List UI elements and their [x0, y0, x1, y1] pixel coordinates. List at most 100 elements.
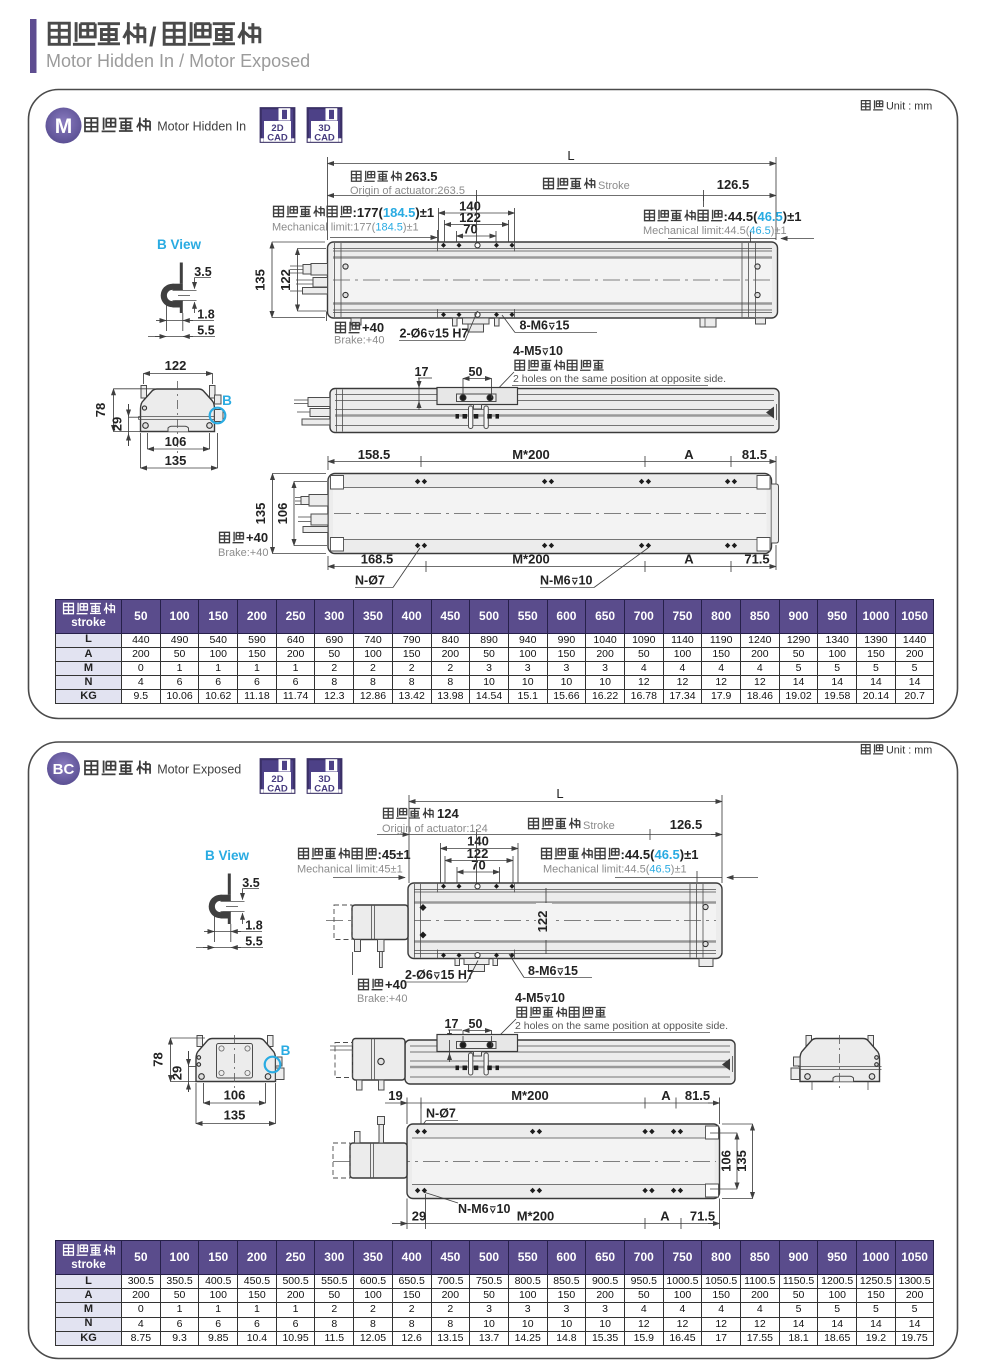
svg-text:70: 70: [471, 858, 485, 873]
svg-text:3D: 3D: [318, 774, 330, 785]
svg-text::44.5(46.5)±1: :44.5(46.5)±1: [621, 847, 699, 862]
svg-text:Mechanical limit:44.5(46.5)±1: Mechanical limit:44.5(46.5)±1: [643, 225, 787, 237]
svg-text:2 holes on the same position a: 2 holes on the same position at opposite…: [515, 1020, 728, 1032]
svg-text:122: 122: [467, 846, 489, 861]
svg-text:M*200: M*200: [512, 447, 550, 462]
svg-text:1.8: 1.8: [197, 308, 214, 322]
svg-text:50: 50: [469, 1017, 483, 1031]
svg-text:10: 10: [551, 991, 565, 1005]
svg-text:Mechanical limit:45±1: Mechanical limit:45±1: [297, 864, 403, 876]
svg-text:135: 135: [253, 269, 268, 291]
svg-text:124: 124: [437, 806, 459, 821]
svg-text:Motor Hidden In / Motor Expose: Motor Hidden In / Motor Exposed: [46, 51, 310, 71]
svg-text:L: L: [556, 786, 563, 801]
svg-text:15: 15: [564, 964, 578, 978]
svg-text:71.5: 71.5: [744, 552, 769, 567]
svg-text:Origin of actuator:124: Origin of actuator:124: [382, 823, 488, 835]
svg-text:Mechanical limit:44.5(46.5)±1: Mechanical limit:44.5(46.5)±1: [543, 864, 687, 876]
svg-text:+40: +40: [362, 320, 384, 335]
svg-text:Brake:+40: Brake:+40: [357, 993, 407, 1005]
svg-text:N-M6: N-M6: [540, 574, 571, 588]
svg-text:19: 19: [388, 1088, 402, 1103]
svg-text:A: A: [684, 447, 694, 462]
svg-text:29: 29: [170, 1066, 185, 1080]
svg-text:17: 17: [445, 1017, 459, 1031]
svg-text:78: 78: [93, 403, 108, 417]
svg-text:106: 106: [719, 1150, 734, 1172]
svg-text:Origin of actuator:263.5: Origin of actuator:263.5: [350, 185, 465, 197]
svg-text:CAD: CAD: [314, 133, 335, 144]
svg-text:Motor Exposed: Motor Exposed: [157, 763, 241, 777]
svg-text:N-M6: N-M6: [458, 1202, 489, 1216]
svg-text:2D: 2D: [271, 774, 283, 785]
svg-text:N-Ø7: N-Ø7: [426, 1107, 456, 1121]
svg-text:50: 50: [469, 365, 483, 379]
svg-text:B: B: [281, 1043, 291, 1058]
svg-text:10: 10: [497, 1202, 511, 1216]
svg-text:A: A: [660, 1209, 670, 1224]
svg-text:15: 15: [556, 319, 570, 333]
svg-text:140: 140: [467, 834, 489, 849]
svg-text:106: 106: [224, 1088, 246, 1103]
svg-text:135: 135: [224, 1108, 246, 1123]
svg-text:71.5: 71.5: [690, 1209, 715, 1224]
svg-text:Stroke: Stroke: [598, 180, 630, 192]
svg-text:+40: +40: [385, 977, 407, 992]
svg-text:135: 135: [253, 503, 268, 525]
svg-text:+40: +40: [246, 530, 268, 545]
svg-text:Brake:+40: Brake:+40: [218, 547, 268, 559]
svg-text:15 H7: 15 H7: [435, 327, 468, 341]
svg-text:10: 10: [549, 344, 563, 358]
svg-text:L: L: [567, 148, 574, 163]
svg-text:CAD: CAD: [267, 133, 288, 144]
svg-text:Motor Hidden In: Motor Hidden In: [157, 120, 246, 134]
svg-text:122: 122: [278, 269, 293, 291]
svg-text:B View: B View: [157, 237, 202, 252]
svg-text:Stroke: Stroke: [583, 820, 615, 832]
svg-text:2-Ø6: 2-Ø6: [400, 327, 428, 341]
svg-text:29: 29: [110, 417, 125, 431]
svg-text:106: 106: [165, 434, 187, 449]
svg-text:126.5: 126.5: [717, 177, 750, 192]
svg-text:3.5: 3.5: [194, 265, 211, 279]
svg-text:3D: 3D: [318, 123, 330, 134]
svg-text:5.5: 5.5: [197, 324, 214, 338]
svg-text:81.5: 81.5: [685, 1088, 710, 1103]
svg-text:B: B: [222, 393, 232, 408]
svg-text:2 holes on the same position a: 2 holes on the same position at opposite…: [513, 373, 726, 385]
svg-text:140: 140: [459, 199, 481, 214]
svg-text:A: A: [661, 1088, 671, 1103]
svg-text:Brake:+40: Brake:+40: [334, 335, 384, 347]
svg-text:126.5: 126.5: [670, 817, 703, 832]
svg-text:M*200: M*200: [517, 1209, 555, 1224]
svg-text:2-Ø6: 2-Ø6: [405, 968, 433, 982]
svg-text:Unit : mm: Unit : mm: [886, 745, 932, 757]
svg-text:M*200: M*200: [512, 552, 550, 567]
svg-text::44.5(46.5)±1: :44.5(46.5)±1: [724, 209, 802, 224]
svg-text:135: 135: [734, 1150, 749, 1172]
svg-text:10: 10: [579, 574, 593, 588]
svg-text:8-M6: 8-M6: [528, 964, 557, 978]
svg-text:Unit : mm: Unit : mm: [886, 101, 932, 113]
svg-text:4-M5: 4-M5: [513, 344, 542, 358]
svg-text:A: A: [684, 552, 694, 567]
svg-text:29: 29: [412, 1209, 426, 1224]
svg-text:122: 122: [459, 210, 481, 225]
svg-text:70: 70: [463, 222, 477, 237]
svg-text:17: 17: [415, 365, 429, 379]
svg-text:Mechanical limit:177(184.5)±1: Mechanical limit:177(184.5)±1: [272, 222, 419, 234]
svg-text:4-M5: 4-M5: [515, 991, 544, 1005]
svg-text:/: /: [149, 22, 157, 52]
svg-text:M: M: [55, 115, 73, 138]
svg-text:122: 122: [535, 911, 550, 933]
svg-text:CAD: CAD: [267, 784, 288, 795]
svg-text:8-M6: 8-M6: [520, 319, 549, 333]
svg-text:15 H7: 15 H7: [441, 968, 474, 982]
svg-text:135: 135: [165, 453, 187, 468]
svg-text::177(184.5)±1: :177(184.5)±1: [353, 205, 435, 220]
svg-text:CAD: CAD: [314, 784, 335, 795]
svg-text:N-Ø7: N-Ø7: [355, 574, 385, 588]
svg-text:2D: 2D: [271, 123, 283, 134]
svg-text:M*200: M*200: [511, 1088, 549, 1103]
svg-text::45±1: :45±1: [378, 847, 411, 862]
